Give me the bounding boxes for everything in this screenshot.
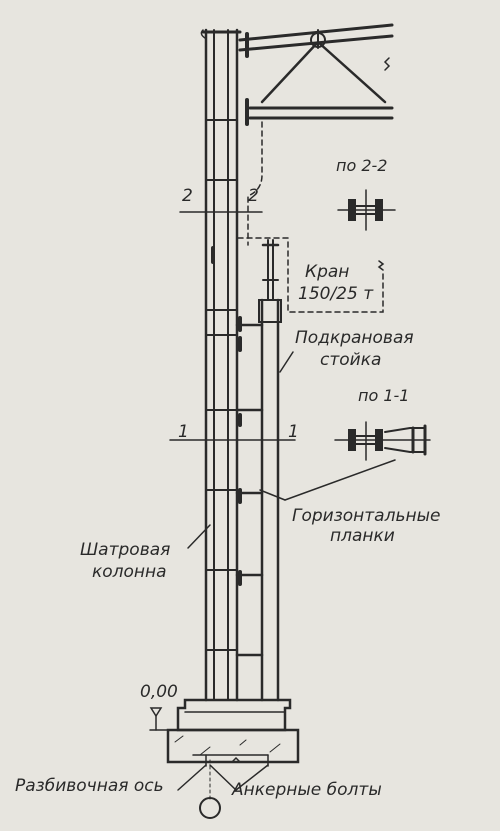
column-battens: [205, 119, 238, 651]
cut-1-left-label: 1: [178, 422, 189, 442]
crane-post-label-line1: Подкрановая: [295, 328, 414, 348]
section-1-1-symbol: [334, 421, 431, 461]
elevation-label: 0,00: [140, 682, 178, 702]
horizontal-planks-label-line1: Горизонтальные: [292, 506, 441, 526]
horizontal-planks-label-line2: планки: [330, 526, 395, 546]
crane-label-line1: Кран: [305, 262, 350, 282]
plank-gussets: [211, 246, 242, 586]
foundation: [166, 728, 300, 819]
crane-label-line2: 150/25 т: [298, 284, 374, 304]
crane-post-label-line2: стойка: [320, 350, 382, 370]
section-2-2-label: по 2-2: [336, 156, 388, 175]
cut-2-right-label: 2: [248, 186, 259, 206]
section-1-1-label: по 1-1: [358, 386, 410, 405]
roof-truss: [238, 23, 394, 126]
layout-axis-label: Разбивочная ось: [15, 776, 164, 796]
tent-column-label-line2: колонна: [92, 562, 167, 582]
tent-column-label-line1: Шатровая: [80, 540, 171, 560]
column-base: [149, 698, 292, 732]
section-2-2-symbol: [337, 189, 396, 231]
cut-2-left-label: 2: [182, 186, 193, 206]
tent-column: [200, 28, 242, 702]
anchor-bolts-label: Анкерные болты: [232, 780, 382, 800]
crane-post: [258, 239, 282, 702]
cut-1-right-label: 1: [288, 422, 299, 442]
leader-lines: [177, 351, 396, 791]
crane-outline: [237, 121, 384, 313]
